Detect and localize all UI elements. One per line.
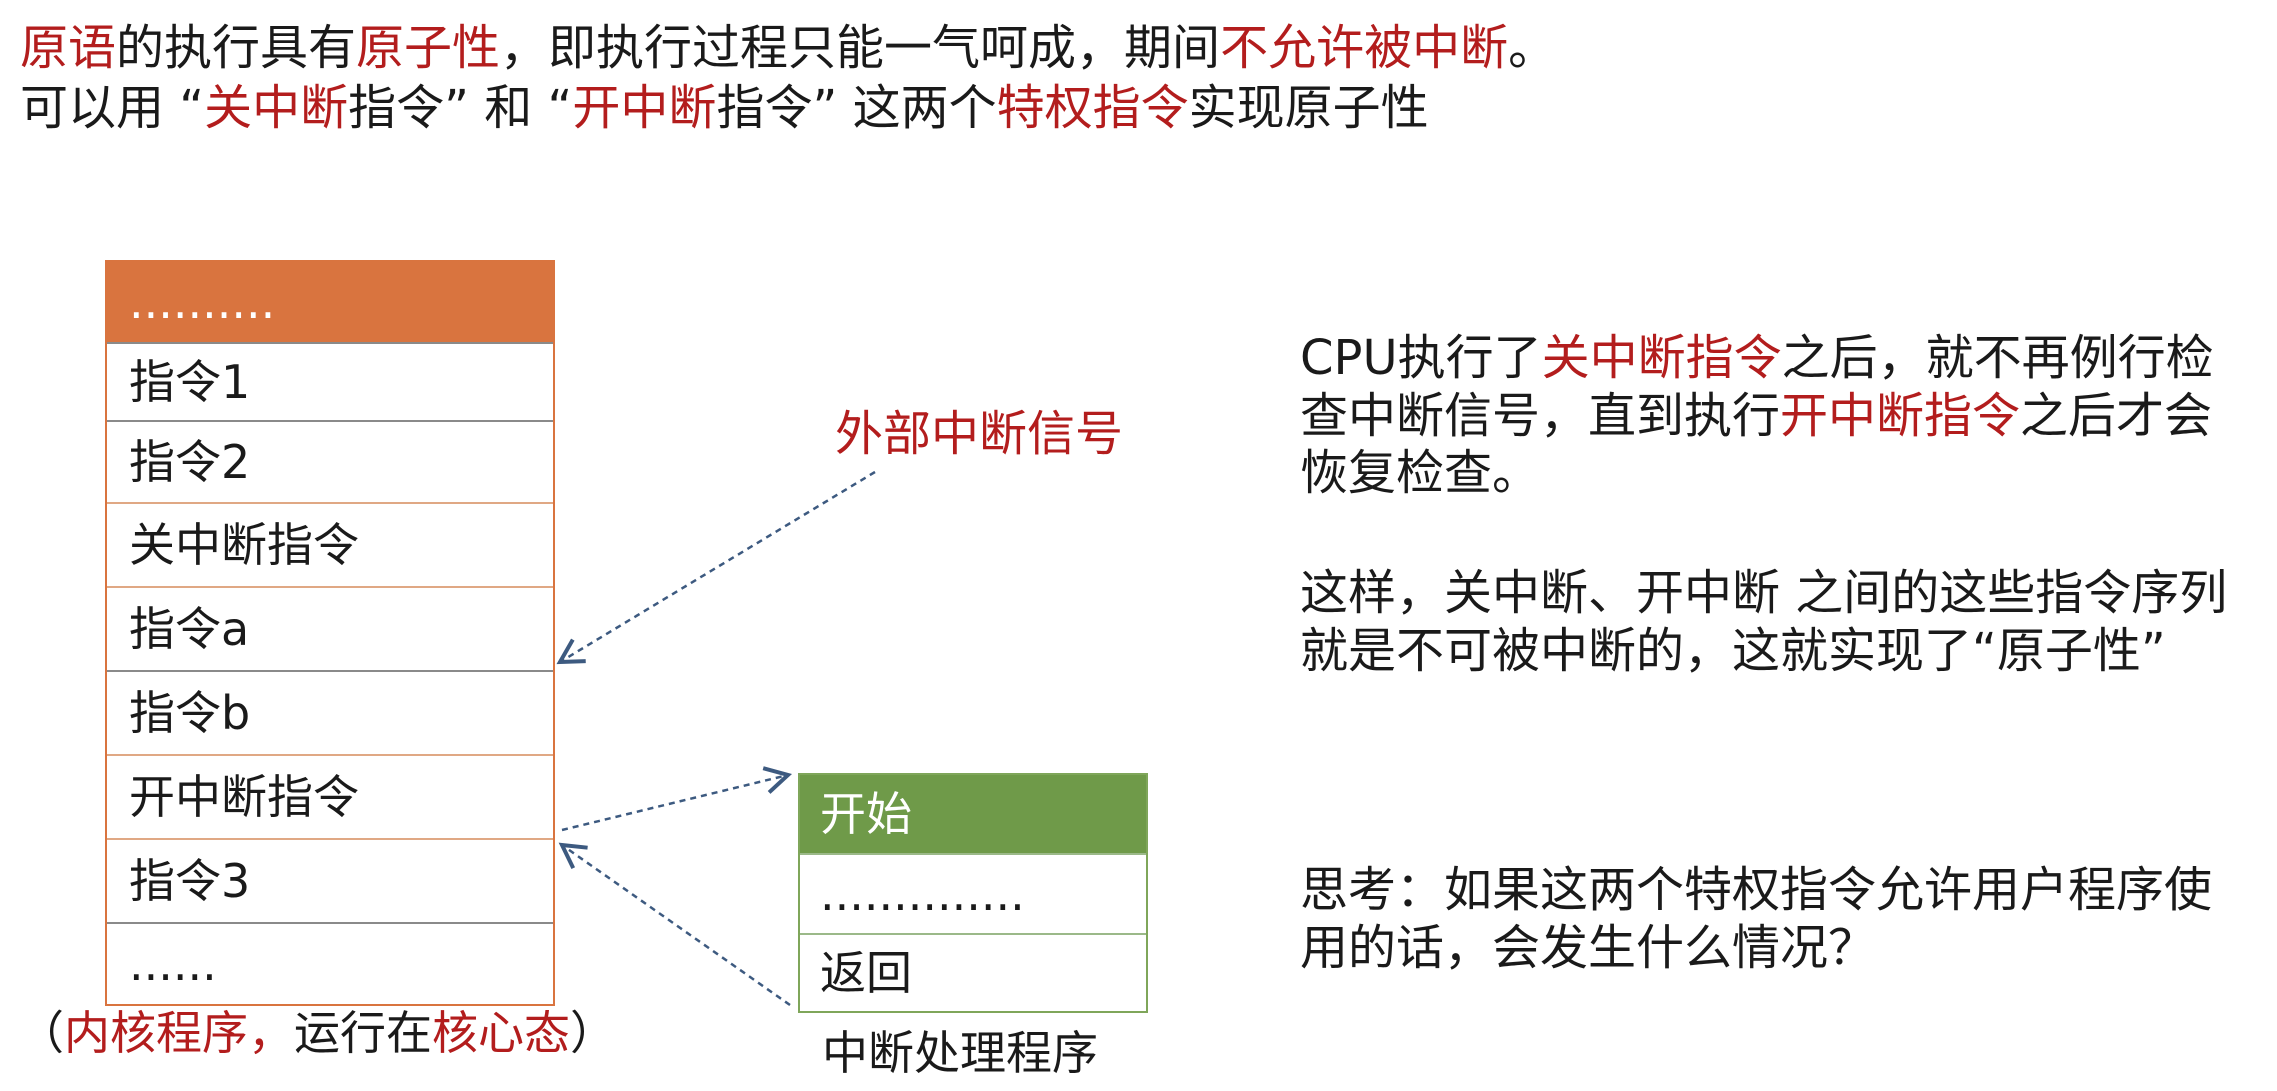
- return-arrow: [558, 842, 791, 1007]
- handler-cell-return: 返回: [800, 933, 1146, 1011]
- text-run: 运行在: [294, 1006, 432, 1060]
- text-run: 开中断: [572, 80, 717, 136]
- handler-cell-ellipsis: ..............: [800, 853, 1146, 933]
- to-handler-arrow: [561, 766, 793, 832]
- text-run: 关中断指令: [1541, 330, 1782, 386]
- text-run: 核心态: [432, 1006, 570, 1060]
- stack-cell-instr-1: 指令1: [107, 342, 553, 420]
- external-signal-arrow: [556, 470, 876, 665]
- text-run: 这样，关中断、开中断 之间的这些指令序列就是不可被中断的，这就实现了“原子性”: [1300, 565, 2228, 679]
- text-run: 之后才会恢复检查。: [1300, 387, 2213, 502]
- text-run: 原子性: [356, 20, 501, 76]
- header-line-2: 可以用 “关中断指令” 和 “开中断指令” 这两个特权指令实现原子性: [20, 84, 1429, 132]
- kernel-program-caption: （内核程序，运行在核心态）: [18, 1010, 616, 1056]
- text-run: 之后，就不再例行检查中断信号，直到执行: [1300, 330, 2214, 444]
- text-run: 内核程序，: [64, 1006, 294, 1060]
- text-run: 的执行具有: [116, 20, 357, 76]
- external-interrupt-signal-label: 外部中断信号: [835, 406, 1124, 462]
- text-run: 指令” 和 “: [348, 80, 573, 136]
- text-run: 实现原子性: [1188, 80, 1429, 136]
- explanation-paragraph-1: CPU执行了关中断指令之后，就不再例行检查中断信号，直到执行开中断指令之后才会恢…: [1300, 330, 2230, 503]
- stack-cell-ellipsis: ......: [107, 922, 553, 1004]
- text-run: ，即执行过程只能一气呵成，期间: [500, 20, 1221, 76]
- stack-cell-instr-b: 指令b: [107, 670, 553, 754]
- text-run: 指令” 这两个: [716, 80, 997, 136]
- text-run: 关中断: [204, 80, 349, 136]
- text-run: 特权指令: [996, 80, 1189, 136]
- text-run: 不允许被中断: [1220, 20, 1509, 76]
- text-run: 原语: [20, 20, 117, 76]
- header-line-1: 原语的执行具有原子性，即执行过程只能一气呵成，期间不允许被中断。: [20, 24, 1556, 72]
- text-run: CPU执行了: [1300, 330, 1542, 386]
- stack-cell-instr-3: 指令3: [107, 838, 553, 922]
- stack-cell-enable-interrupt: 开中断指令: [107, 754, 553, 838]
- text-run: 开中断指令: [1780, 387, 2021, 444]
- text-run: 。: [1508, 20, 1557, 76]
- stack-cell-instr-2: 指令2: [107, 420, 553, 502]
- text-run: （: [18, 1006, 64, 1060]
- interrupt-handler-caption: 中断处理程序: [822, 1026, 1098, 1080]
- text-run: 可以用 “: [20, 80, 205, 136]
- text-run: 思考：如果这两个特权指令允许用户程序使用的话，会发生什么情况？: [1300, 862, 2213, 976]
- kernel-program-stack: .......... 指令1 指令2 关中断指令 指令a 指令b 开中断指令 指…: [105, 260, 555, 1006]
- explanation-paragraph-3: 思考：如果这两个特权指令允许用户程序使用的话，会发生什么情况？: [1300, 862, 2230, 977]
- interrupt-handler-box: 开始 .............. 返回: [798, 773, 1148, 1013]
- stack-cell-instr-a: 指令a: [107, 586, 553, 670]
- text-run: ）: [570, 1006, 616, 1060]
- explanation-paragraph-2: 这样，关中断、开中断 之间的这些指令序列就是不可被中断的，这就实现了“原子性”: [1300, 565, 2230, 680]
- handler-cell-start: 开始: [800, 775, 1146, 853]
- stack-cell-disable-interrupt: 关中断指令: [107, 502, 553, 586]
- stack-cell-header: ..........: [107, 262, 553, 342]
